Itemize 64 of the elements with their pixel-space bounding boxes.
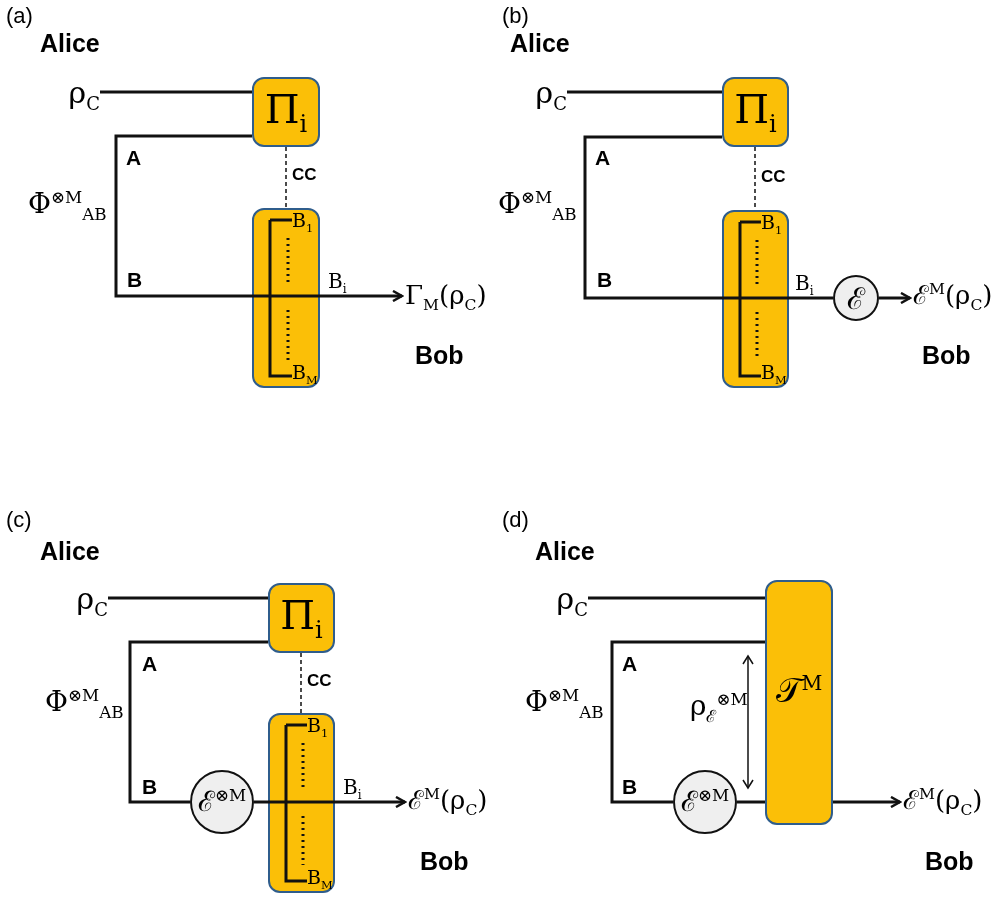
arrow	[335, 795, 407, 809]
input-state-label: ρ$_{C}$	[55, 70, 100, 120]
input-state-label: ρ$_{C}$	[522, 70, 567, 120]
channel-circle: ℰ$^{⊗M}$	[190, 770, 254, 834]
panel-label: (d)	[502, 508, 529, 533]
arrow	[879, 291, 912, 305]
wire	[108, 596, 268, 600]
panel-label: (a)	[6, 4, 33, 29]
wire	[567, 90, 722, 94]
wire	[610, 640, 765, 804]
register-label: B$_{1}$	[307, 715, 329, 740]
arrow	[833, 795, 902, 809]
channel-circle: ℰ$^{⊗M}$	[673, 770, 737, 834]
party-label: Alice	[535, 538, 595, 566]
edge-label: B$_{i}$	[795, 272, 814, 299]
output-state-label: ℰ$^{M}$(ρ$_{C}$)	[408, 779, 504, 827]
subsystem-label: B	[127, 268, 143, 292]
party-label: Alice	[40, 538, 100, 566]
register-label: B$_{1}$	[761, 212, 783, 237]
edge-label: B$_{i}$	[343, 776, 362, 803]
wire	[100, 90, 252, 94]
subsystem-label: A	[595, 146, 611, 170]
edge-label: B$_{i}$	[328, 270, 347, 297]
wire	[254, 800, 268, 804]
register-label: B$_{M}$	[292, 362, 318, 387]
input-state-label: ρ$_{C}$	[543, 576, 588, 626]
subsystem-label: A	[142, 652, 158, 676]
edge-label: CC	[307, 672, 332, 691]
output-state-label: ℰ$^{M}$(ρ$_{C}$)	[903, 779, 1003, 827]
subsystem-label: B	[597, 268, 613, 292]
register-label: B$_{M}$	[761, 362, 787, 387]
subsystem-label: A	[622, 652, 638, 676]
edge-label: CC	[292, 166, 317, 185]
wire	[128, 640, 268, 804]
operation-box: Π$_{i}$	[268, 583, 335, 653]
wire	[789, 296, 833, 300]
party-label: Bob	[415, 342, 464, 370]
subsystem-label: A	[126, 146, 142, 170]
output-state-label: ℰ$^{M}$(ρ$_{C}$)	[913, 274, 1005, 322]
wire	[737, 800, 765, 804]
party-label: Alice	[40, 30, 100, 58]
operation-box: 𝒯$^{M}$	[765, 580, 833, 825]
panel-label: (c)	[6, 508, 32, 533]
operation-box: Π$_{i}$	[252, 77, 320, 147]
classical-channel-line	[285, 146, 287, 209]
wire	[583, 135, 722, 300]
party-label: Bob	[922, 342, 971, 370]
operation-box: Π$_{i}$	[722, 77, 789, 147]
input-state-label: ρ$_{C}$	[63, 576, 108, 626]
party-label: Bob	[925, 848, 974, 876]
panel-label: (b)	[502, 4, 529, 29]
edge-label: CC	[761, 168, 786, 187]
party-label: Bob	[420, 848, 469, 876]
subsystem-label: B	[142, 775, 158, 799]
channel-circle: ℰ	[833, 275, 879, 321]
wire	[588, 596, 765, 600]
subsystem-label: B	[622, 775, 638, 799]
register-label: B$_{1}$	[292, 210, 314, 235]
classical-channel-line	[300, 652, 302, 714]
arrow	[320, 289, 404, 303]
output-state-label: Γ$_{M}$(ρ$_{C}$)	[405, 274, 505, 322]
party-label: Alice	[510, 30, 570, 58]
wire	[114, 134, 252, 298]
register-label: B$_{M}$	[307, 867, 333, 892]
